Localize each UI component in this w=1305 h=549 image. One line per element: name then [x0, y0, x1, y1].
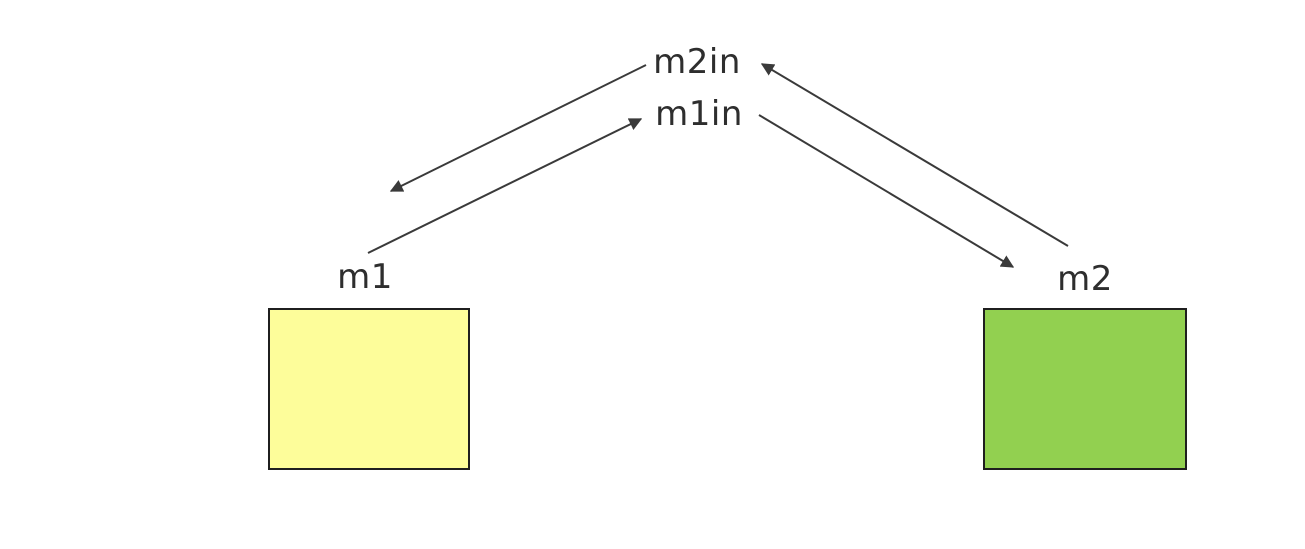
node-label-m2: m2 — [1057, 259, 1113, 299]
edge-m1-to-m1in — [367, 118, 643, 254]
edge-m2-to-m2in — [760, 63, 1069, 247]
node-box-m1[interactable] — [268, 308, 470, 470]
node-label-m1: m1 — [337, 257, 393, 297]
port-label-m2in: m2in — [653, 42, 741, 82]
edge-m2in-to-m1 — [389, 64, 647, 192]
node-box-m2[interactable] — [983, 308, 1187, 470]
port-label-m1in: m1in — [655, 94, 743, 134]
edge-m1in-to-m2 — [758, 114, 1015, 268]
